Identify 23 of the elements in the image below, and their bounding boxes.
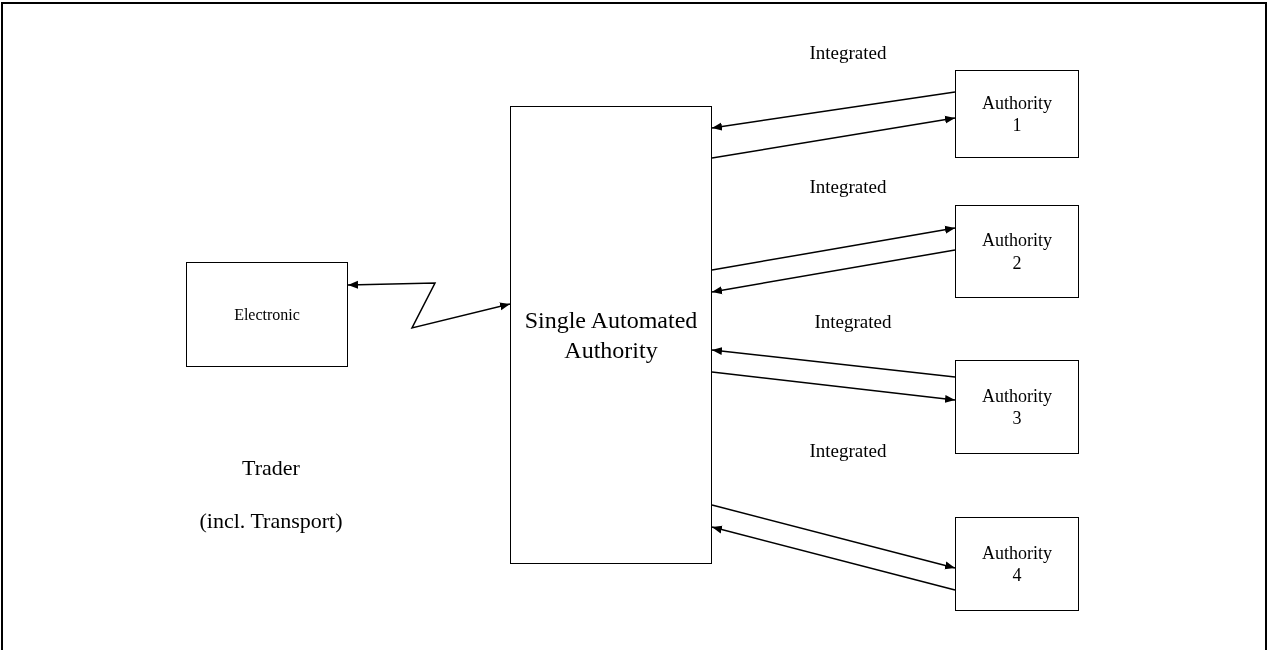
- node-text: Authority 2: [981, 229, 1053, 274]
- arrow: [711, 91, 956, 131]
- node-text: Single Automated Authority: [523, 306, 699, 365]
- arrow: [711, 249, 956, 295]
- process-box: [955, 205, 1079, 298]
- arrow: [711, 347, 956, 378]
- arrow: [711, 115, 956, 159]
- process-box: [955, 360, 1079, 454]
- process-box: [955, 517, 1079, 611]
- node-text: Electronic: [234, 304, 300, 325]
- process-box: [510, 106, 712, 564]
- arrow: [711, 371, 956, 403]
- process-box: [186, 262, 348, 367]
- arrow: [711, 504, 956, 570]
- arrow: [711, 525, 956, 591]
- caption-text: Trader: [242, 455, 300, 481]
- node-text: Authority 1: [981, 91, 1053, 137]
- arrow: [347, 280, 511, 330]
- node-text: Authority 3: [981, 384, 1053, 430]
- process-box: [955, 70, 1079, 158]
- caption-text: (incl. Transport): [199, 508, 343, 534]
- node-text: Authority 4: [981, 541, 1053, 587]
- arrow: [711, 225, 956, 271]
